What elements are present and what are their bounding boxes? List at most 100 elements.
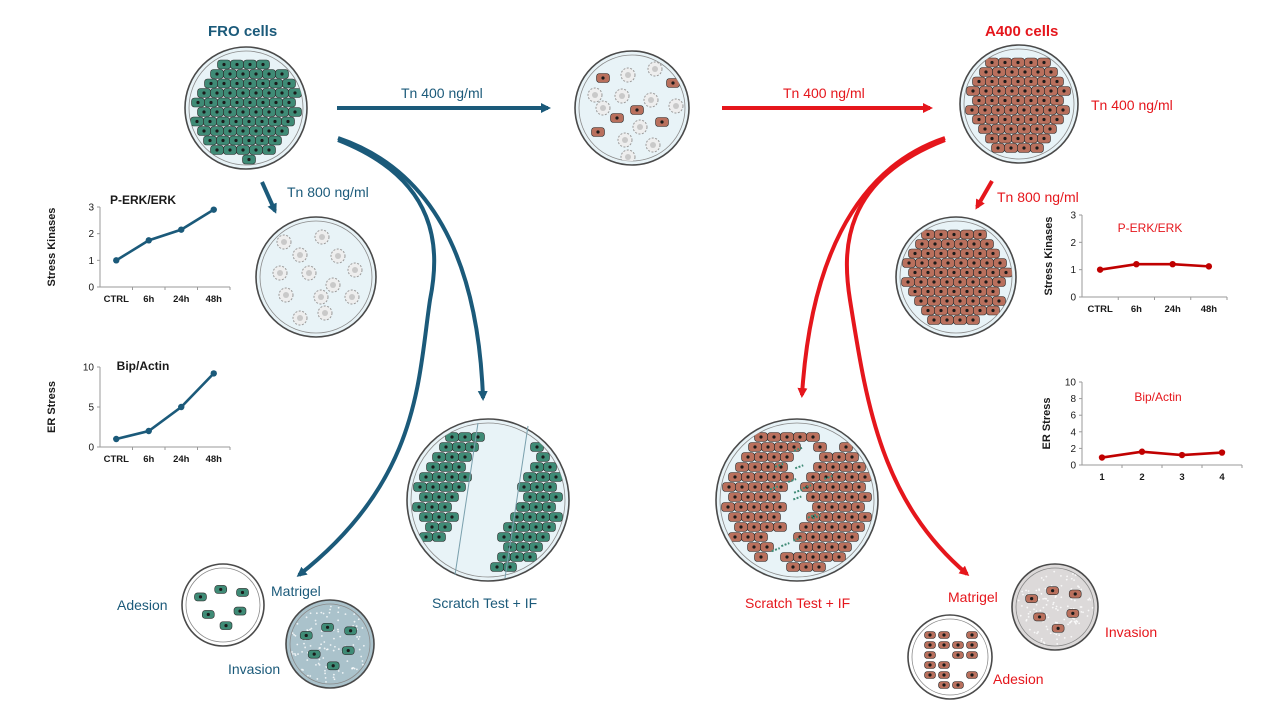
cell-icon xyxy=(275,88,289,98)
cell-icon xyxy=(516,502,530,512)
cell-icon xyxy=(217,97,231,108)
cell-icon xyxy=(947,267,961,278)
cell-icon xyxy=(966,671,978,679)
y-axis-label: ER Stress xyxy=(1041,398,1053,450)
cell-icon xyxy=(954,239,968,249)
cell-icon xyxy=(924,651,936,659)
cell-icon xyxy=(966,641,978,649)
cell-icon xyxy=(516,542,530,552)
cell-icon xyxy=(978,124,992,134)
cell-icon xyxy=(991,105,1005,115)
y-tick-label: 1 xyxy=(1070,265,1076,276)
curved-arrow-icon xyxy=(844,138,970,576)
x-tick-label: 48h xyxy=(206,294,223,305)
cell-icon xyxy=(529,542,543,552)
cell-icon xyxy=(542,522,556,532)
invasion-left-dish xyxy=(285,599,375,689)
cell-icon xyxy=(934,267,948,278)
tn800-label-right: Tn 800 ng/ml xyxy=(997,189,1079,205)
cell-icon xyxy=(1068,589,1082,599)
cell-icon xyxy=(344,626,357,636)
cell-icon xyxy=(826,462,840,472)
chart-title: P-ERK/ERK xyxy=(1118,221,1183,235)
cell-icon xyxy=(728,512,742,522)
cell-icon xyxy=(1024,114,1038,125)
dead-cell-icon xyxy=(292,310,308,326)
cell-icon xyxy=(813,442,827,452)
cell-icon xyxy=(523,472,537,482)
cell-icon xyxy=(966,296,980,306)
invasion-label-right: Invasion xyxy=(1105,624,1158,640)
cell-icon xyxy=(223,88,237,98)
cell-icon xyxy=(256,59,270,70)
dead-cell-icon xyxy=(317,305,333,321)
cell-icon xyxy=(439,462,453,472)
cell-icon xyxy=(210,107,224,117)
cell-icon xyxy=(1043,124,1057,134)
cell-icon xyxy=(761,462,775,472)
y-tick-label: 10 xyxy=(1065,378,1077,389)
chart-title: Bip/Actin xyxy=(117,359,170,373)
data-point xyxy=(145,427,152,435)
cell-icon xyxy=(1004,105,1018,115)
dead-cell-icon xyxy=(595,100,611,116)
cell-icon xyxy=(938,631,950,639)
data-point xyxy=(178,403,185,411)
cell-icon xyxy=(991,143,1005,153)
cell-icon xyxy=(249,126,263,136)
cell-icon xyxy=(832,472,846,482)
cell-icon xyxy=(610,113,624,123)
cell-icon xyxy=(229,116,243,127)
cell-icon xyxy=(438,502,452,512)
cell-icon xyxy=(924,631,936,639)
cell-icon xyxy=(426,462,440,472)
dead-cell-icon xyxy=(292,247,308,263)
y-tick-label: 0 xyxy=(1070,461,1076,472)
cell-icon xyxy=(973,267,987,278)
cell-icon xyxy=(243,78,257,89)
cell-icon xyxy=(741,532,755,542)
cell-icon xyxy=(458,432,472,442)
data-point xyxy=(1178,451,1186,459)
cell-icon xyxy=(960,286,974,297)
dishes xyxy=(181,44,1099,700)
cell-icon xyxy=(243,97,257,108)
cell-icon xyxy=(934,248,948,259)
cell-icon xyxy=(947,305,961,316)
cell-icon xyxy=(655,117,669,127)
scratch-right-dish xyxy=(715,418,879,582)
cell-icon xyxy=(927,296,941,306)
cell-icon xyxy=(966,631,978,639)
cell-icon xyxy=(914,277,928,287)
data-point xyxy=(178,226,185,233)
cell-icon xyxy=(838,522,852,532)
cell-icon xyxy=(992,86,1006,96)
cell-icon xyxy=(767,432,781,442)
cell-icon xyxy=(799,542,813,552)
cell-icon xyxy=(490,562,504,572)
tn400-label-a400-dish: Tn 400 ng/ml xyxy=(1091,97,1173,113)
cell-icon xyxy=(985,114,999,125)
cell-icon xyxy=(921,286,935,297)
cell-icon xyxy=(806,432,820,442)
cell-icon xyxy=(806,472,820,482)
cell-icon xyxy=(979,277,993,287)
cell-icon xyxy=(767,512,781,522)
cell-icon xyxy=(255,135,269,146)
cell-icon xyxy=(786,562,800,572)
cell-icon xyxy=(972,114,986,125)
cell-icon xyxy=(952,651,964,659)
cell-icon xyxy=(754,472,768,482)
dead-cell-icon xyxy=(330,248,346,264)
cell-icon xyxy=(432,452,446,462)
cell-icon xyxy=(268,116,282,127)
cell-icon xyxy=(793,552,807,562)
cell-icon xyxy=(953,277,967,287)
cell-icon xyxy=(721,502,735,512)
cell-icon xyxy=(223,126,237,136)
cell-icon xyxy=(812,542,826,552)
scratch-gaps xyxy=(454,422,529,579)
cell-icon xyxy=(780,452,794,462)
data-point xyxy=(1096,266,1104,273)
dead-cell-icon xyxy=(614,88,630,104)
